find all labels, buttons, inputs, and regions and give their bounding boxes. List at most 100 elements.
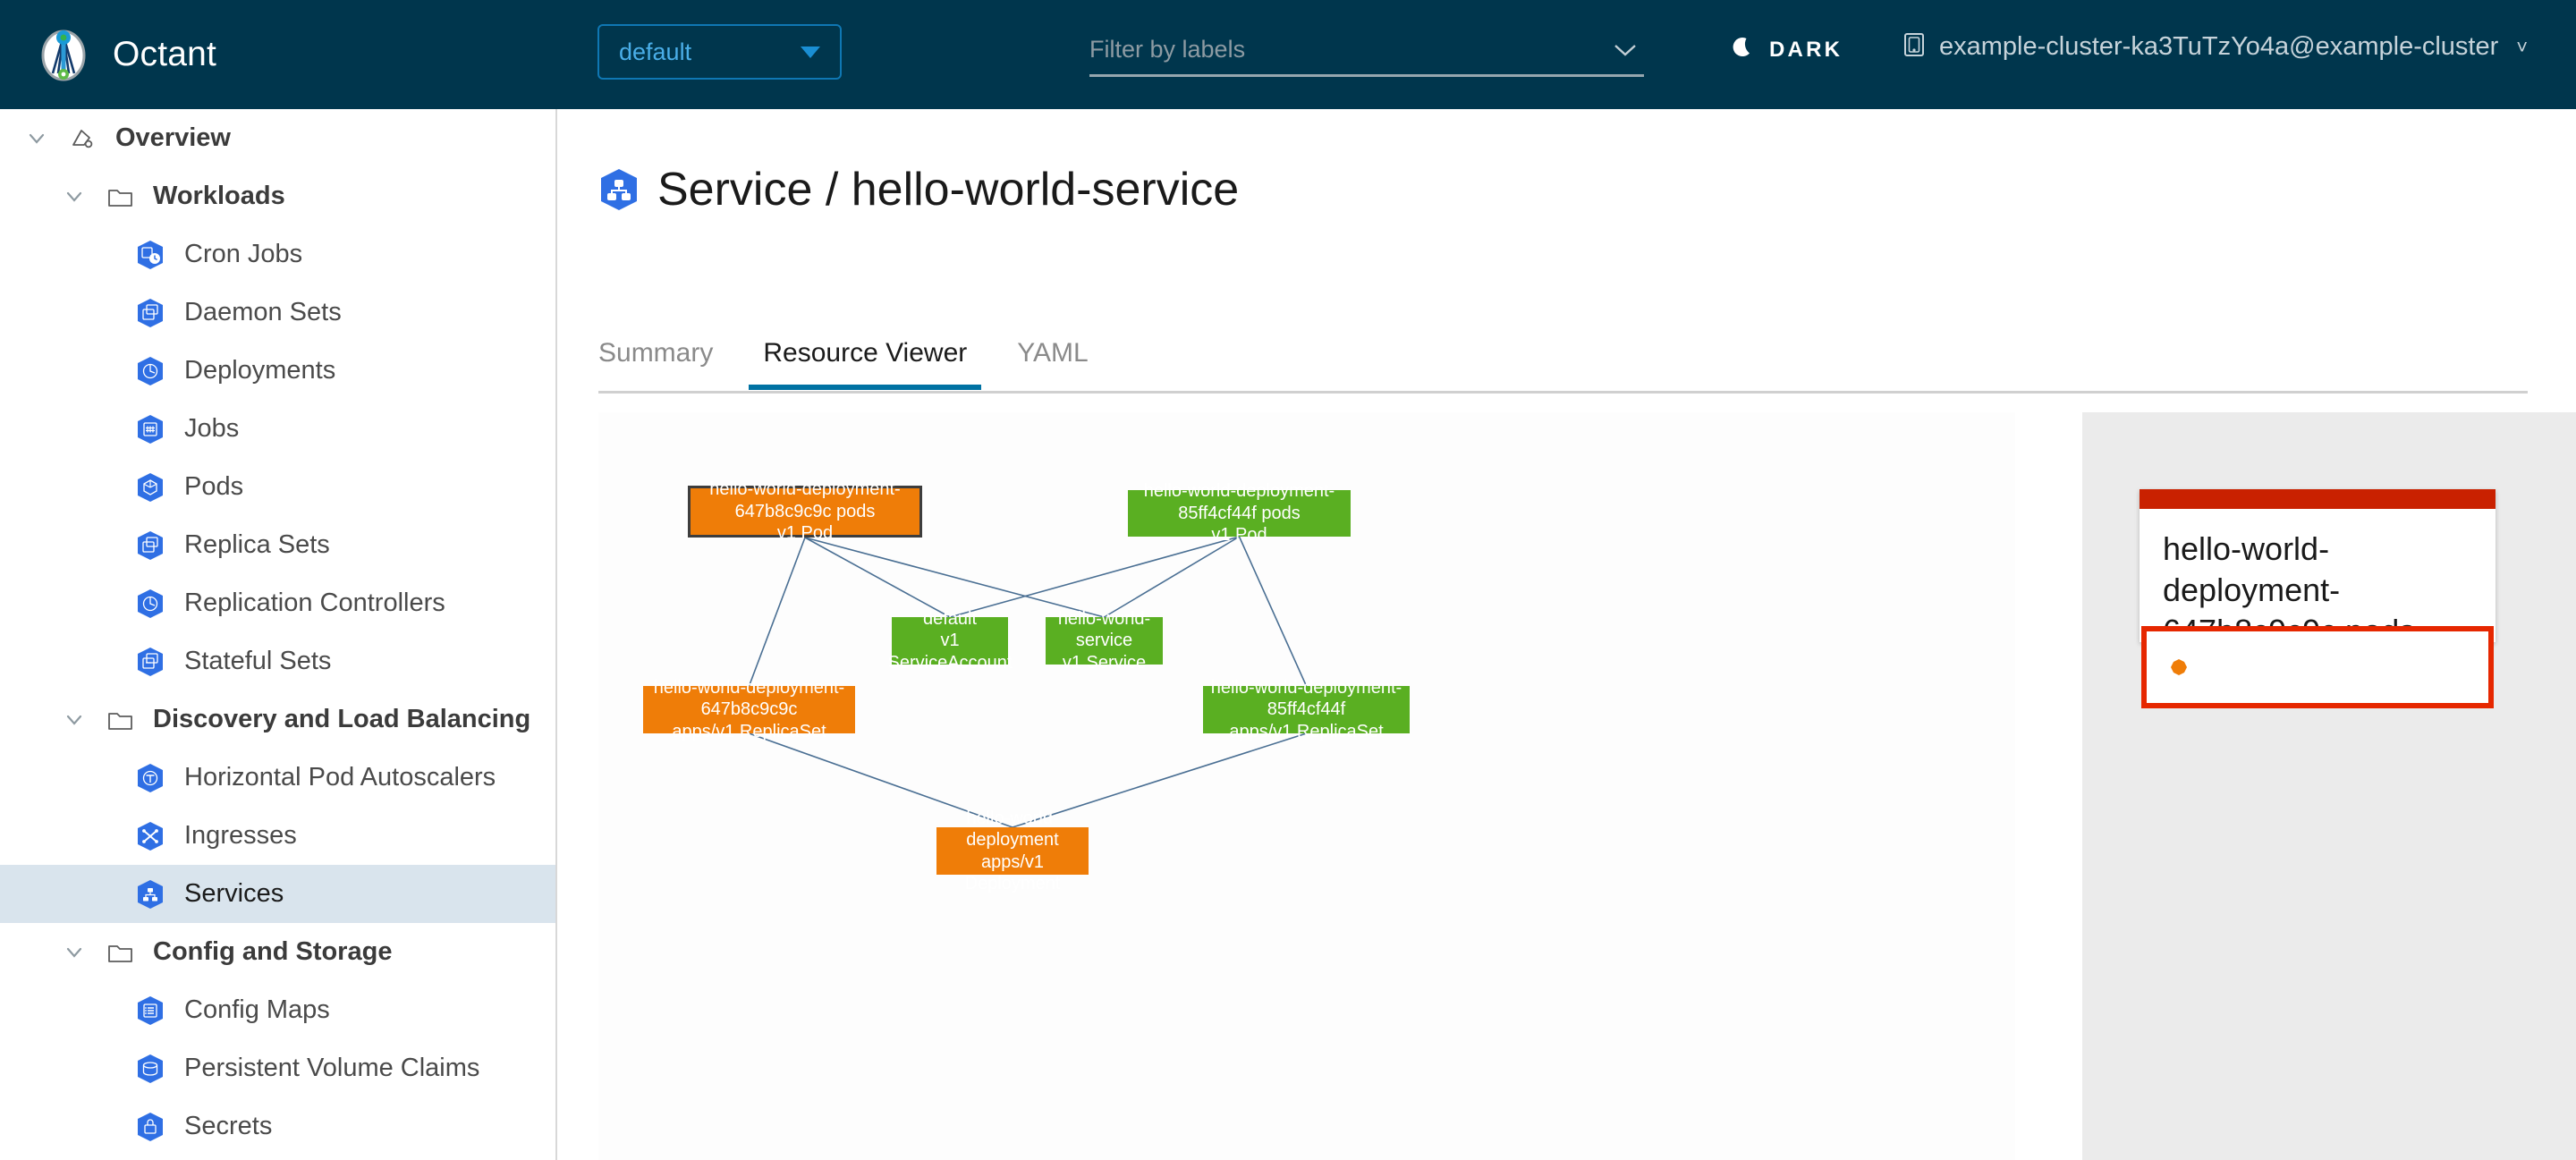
sidebar-item-label: Cron Jobs xyxy=(184,240,303,268)
main-content: Service / hello-world-service Summary Res… xyxy=(557,109,2576,1160)
sidebar-item-horizontal-pod-autoscalers[interactable]: Horizontal Pod Autoscalers xyxy=(0,749,555,807)
sidebar-item-label: Stateful Sets xyxy=(184,647,332,675)
sidebar-item-label: Workloads xyxy=(153,182,285,210)
chevron-down-icon: ˅ xyxy=(2516,35,2529,58)
sidebar-item-daemon-sets[interactable]: Daemon Sets xyxy=(0,284,555,342)
sidebar-item-replication-controllers[interactable]: Replication Controllers xyxy=(0,574,555,632)
sidebar-gap xyxy=(165,777,184,778)
sidebar-item-persistent-volume-claims[interactable]: Persistent Volume Claims xyxy=(0,1039,555,1097)
chevron-down-icon xyxy=(801,46,820,58)
octant-logo-icon xyxy=(36,27,91,82)
config-maps-icon xyxy=(136,995,165,1026)
moon-icon xyxy=(1730,34,1757,65)
namespace-select-value: default xyxy=(619,38,692,65)
chevron-down-icon[interactable] xyxy=(1614,43,1637,57)
sidebar-item-label: Secrets xyxy=(184,1112,273,1140)
page-title: Service / hello-world-service xyxy=(598,163,1239,216)
tab-yaml[interactable]: YAML xyxy=(1017,338,1089,368)
sidebar-indent xyxy=(0,777,136,778)
detail-status-box[interactable] xyxy=(2141,626,2494,708)
sidebar-item-stateful-sets[interactable]: Stateful Sets xyxy=(0,632,555,690)
sidebar-item-discovery-and-load-balancing[interactable]: Discovery and Load Balancing xyxy=(0,690,555,749)
graph-node-name: hello-world-deployment xyxy=(966,808,1059,851)
resource-graph[interactable]: hello-world-deployment-647b8c9c9c pods v1… xyxy=(598,412,2015,1160)
sidebar-item-label: Ingresses xyxy=(184,821,297,850)
detail-card[interactable]: hello-world-deployment-647b8c9c9c pods xyxy=(2140,489,2496,649)
graph-node-kind: apps/v1 Deployment xyxy=(964,851,1061,893)
graph-edge xyxy=(1104,536,1240,618)
sidebar-gap xyxy=(165,312,184,313)
graph-edge xyxy=(949,536,1240,618)
cron-jobs-icon xyxy=(136,240,165,270)
graph-node-kind: apps/v1 ReplicaSet xyxy=(1229,721,1384,741)
tab-summary[interactable]: Summary xyxy=(598,338,714,368)
graph-node-kind: v1 Pod xyxy=(1211,525,1267,546)
graph-node-name: hello-world-deployment-85ff4cf44f xyxy=(1210,677,1402,720)
replica-sets-icon xyxy=(136,530,165,561)
pvc-icon xyxy=(136,1054,165,1084)
stateful-sets-icon xyxy=(136,647,165,677)
sidebar-item-deployments[interactable]: Deployments xyxy=(0,342,555,400)
sidebar-indent xyxy=(0,835,136,836)
deployments-icon xyxy=(136,356,165,386)
brand-title: Octant xyxy=(113,35,217,73)
sidebar-item-jobs[interactable]: Jobs xyxy=(0,400,555,458)
sidebar-indent xyxy=(0,893,136,894)
sidebar-gap xyxy=(133,719,153,720)
chevron-down-icon[interactable] xyxy=(64,187,84,207)
sidebar-item-services[interactable]: Services xyxy=(0,865,555,923)
sidebar-gap xyxy=(84,719,107,720)
graph-edge xyxy=(749,732,1013,828)
app-header: Octant default Filter by labels DARK xyxy=(0,0,2576,109)
sidebar-item-secrets[interactable]: Secrets xyxy=(0,1097,555,1156)
sidebar-item-label: Pods xyxy=(184,472,244,501)
tab-bar[interactable]: Summary Resource Viewer YAML xyxy=(598,338,2528,394)
pods-icon xyxy=(136,472,165,503)
sidebar-gap xyxy=(96,138,115,139)
sidebar-item-pods[interactable]: Pods xyxy=(0,458,555,516)
daemon-sets-icon xyxy=(136,298,165,328)
sidebar-gap xyxy=(165,893,184,894)
chevron-down-icon[interactable] xyxy=(27,129,47,148)
graph-node-kind: apps/v1 ReplicaSet xyxy=(672,721,826,741)
graph-node-name: hello-world-service xyxy=(1057,608,1151,651)
cluster-selector[interactable]: example-cluster-ka3TuTzYo4a@example-clus… xyxy=(1903,32,2528,62)
tab-resource-viewer[interactable]: Resource Viewer xyxy=(749,338,982,390)
sidebar-item-cron-jobs[interactable]: Cron Jobs xyxy=(0,225,555,284)
sidebar-item-config-maps[interactable]: Config Maps xyxy=(0,981,555,1039)
label-filter-input[interactable]: Filter by labels xyxy=(1089,25,1644,77)
sidebar-item-config-and-storage[interactable]: Config and Storage xyxy=(0,923,555,981)
sidebar-gap xyxy=(165,603,184,604)
sidebar-indent xyxy=(0,661,136,662)
sidebar-indent xyxy=(0,1126,136,1127)
namespace-select[interactable]: default xyxy=(597,24,842,80)
status-dot-icon xyxy=(2170,658,2188,676)
sidebar-item-replica-sets[interactable]: Replica Sets xyxy=(0,516,555,574)
dark-mode-toggle[interactable]: DARK xyxy=(1730,34,1843,65)
sidebar-item-ingresses[interactable]: Ingresses xyxy=(0,807,555,865)
brand: Octant xyxy=(36,27,216,82)
sidebar-item-overview[interactable]: Overview xyxy=(0,109,555,167)
sidebar-indent xyxy=(0,312,136,313)
sidebar-indent xyxy=(0,370,136,371)
sidebar-item-label: Replica Sets xyxy=(184,530,330,559)
sidebar-gap xyxy=(165,545,184,546)
sidebar-item-label: Jobs xyxy=(184,414,240,443)
graph-edge xyxy=(1012,732,1307,828)
chevron-down-icon[interactable] xyxy=(64,710,84,730)
chevron-down-icon[interactable] xyxy=(64,943,84,962)
sidebar-indent xyxy=(0,196,64,197)
sidebar-item-workloads[interactable]: Workloads xyxy=(0,167,555,225)
graph-edge xyxy=(1238,536,1308,687)
sidebar-gap xyxy=(165,661,184,662)
sidebar-item-label: Config Maps xyxy=(184,995,330,1024)
graph-node-name: hello-world-deployment-647b8c9c9c pods xyxy=(709,479,901,521)
